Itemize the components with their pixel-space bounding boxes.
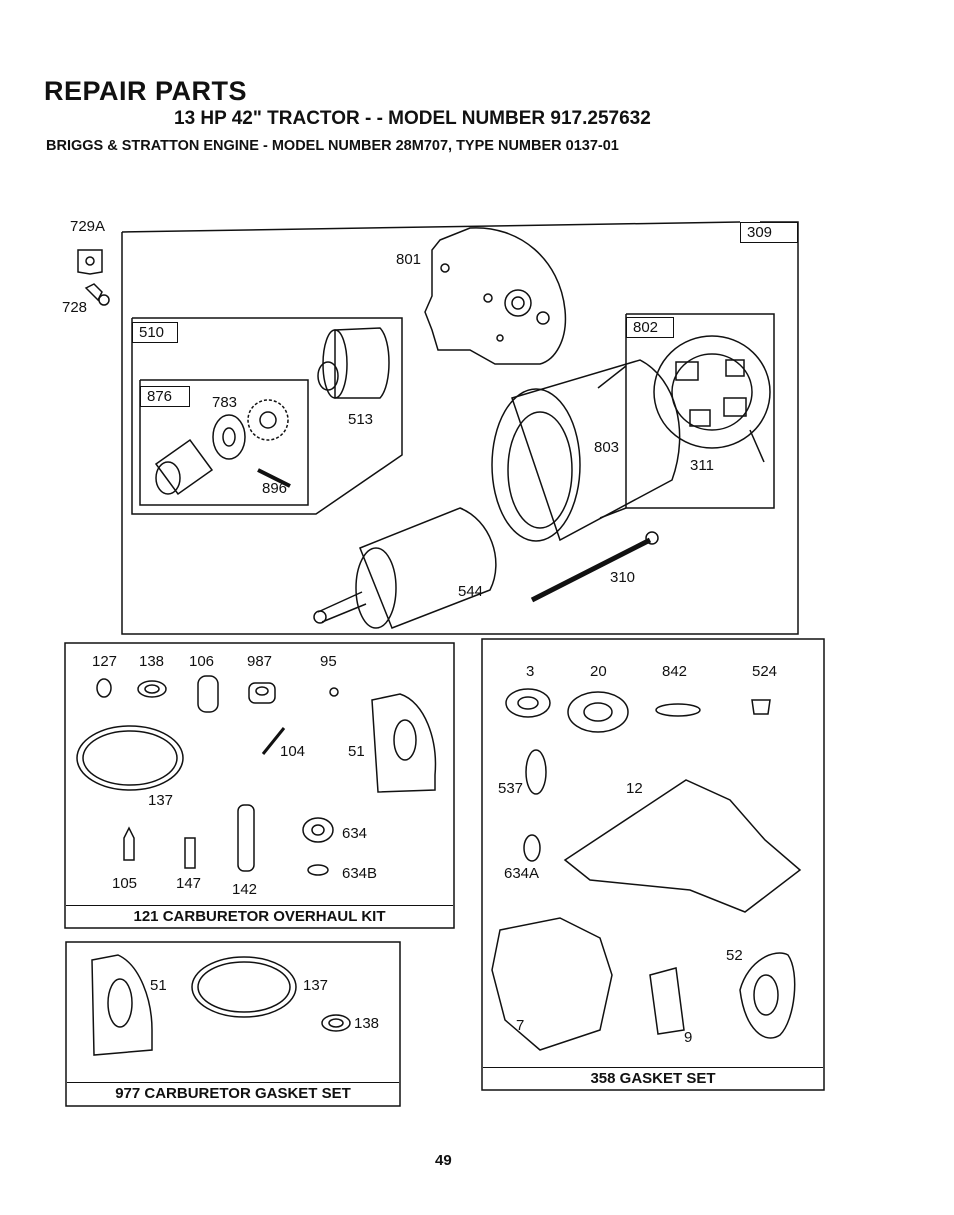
page-number: 49	[435, 1152, 452, 1169]
part-label-138-gasket: 138	[354, 1015, 380, 1032]
brush-assembly-tag: 802	[626, 317, 674, 338]
carb-kit-caption: 121 CARBURETOR OVERHAUL KIT	[66, 905, 453, 928]
part-803-drawing	[511, 359, 681, 542]
drive-assembly-tag: 510	[132, 322, 178, 343]
starter-assembly-tag: 309	[740, 222, 798, 243]
drive-kit-frame	[139, 379, 309, 506]
part-311-drawing	[653, 335, 771, 449]
brush-frame	[625, 313, 775, 509]
part-label-147: 147	[176, 875, 202, 892]
part-label-513: 513	[348, 411, 374, 428]
page-title: REPAIR PARTS	[44, 76, 248, 106]
part-label-52: 52	[726, 947, 743, 964]
part-label-634: 634	[342, 825, 368, 842]
drive-kit-tag: 876	[140, 386, 190, 407]
part-label-51: 51	[348, 743, 365, 760]
part-label-524: 524	[752, 663, 778, 680]
part-876-drawing	[154, 438, 214, 496]
part-513-drawing	[334, 327, 390, 399]
part-label-311: 311	[690, 457, 714, 474]
drive-frame	[131, 317, 403, 515]
part-896-drawing	[257, 468, 291, 488]
part-label-12: 12	[626, 780, 643, 797]
carb-gasket-frame	[65, 941, 401, 1107]
carb-kit-frame	[64, 642, 455, 929]
part-label-51-gasket: 51	[150, 977, 167, 994]
part-label-783: 783	[212, 394, 238, 411]
part-label-142: 142	[232, 881, 258, 898]
part-label-137-gasket: 137	[303, 977, 329, 994]
part-label-104: 104	[280, 743, 306, 760]
part-label-842: 842	[662, 663, 688, 680]
part-801-drawing	[424, 227, 567, 365]
part-label-9: 9	[684, 1029, 693, 1046]
part-label-729a: 729A	[70, 218, 106, 235]
part-label-3: 3	[526, 663, 535, 680]
part-label-537: 537	[498, 780, 524, 797]
part-label-105: 105	[112, 875, 138, 892]
engine-line: BRIGGS & STRATTON ENGINE - MODEL NUMBER …	[46, 138, 619, 154]
part-label-106: 106	[189, 653, 215, 670]
part-label-138: 138	[139, 653, 165, 670]
part-label-20: 20	[590, 663, 607, 680]
part-label-634b: 634B	[342, 865, 378, 882]
model-subtitle: 13 HP 42" TRACTOR - - MODEL NUMBER 917.2…	[174, 108, 651, 129]
part-label-95: 95	[320, 653, 337, 670]
part-label-801: 801	[396, 251, 422, 268]
part-label-7: 7	[516, 1017, 525, 1034]
part-728-drawing	[84, 283, 103, 302]
part-729a-drawing	[77, 249, 103, 275]
gasket-set-frame	[481, 638, 825, 1091]
part-label-137: 137	[148, 792, 174, 809]
part-label-634a: 634A	[504, 865, 540, 882]
part-783-drawing	[247, 399, 289, 441]
part-label-803: 803	[594, 439, 620, 456]
part-label-896: 896	[262, 480, 288, 497]
part-label-310: 310	[610, 569, 636, 586]
part-544-drawing	[359, 507, 497, 629]
part-label-987: 987	[247, 653, 273, 670]
part-label-728: 728	[62, 299, 88, 316]
part-310-drawing	[530, 537, 652, 603]
part-label-544: 544	[458, 583, 484, 600]
gasket-set-caption: 358 GASKET SET	[483, 1067, 823, 1090]
part-label-127: 127	[92, 653, 118, 670]
carb-gasket-caption: 977 CARBURETOR GASKET SET	[67, 1082, 399, 1105]
